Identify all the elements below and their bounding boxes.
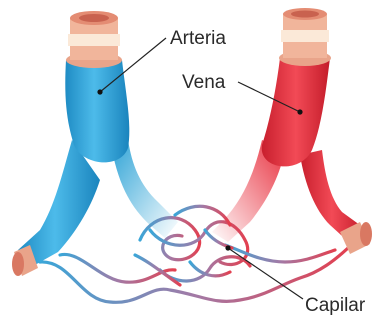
arteria-label: Arteria <box>170 28 226 49</box>
capilar-label: Capilar <box>305 295 366 316</box>
vena-leader-dot <box>297 109 302 114</box>
capilar-leader-dot <box>225 245 230 250</box>
vein <box>212 8 372 254</box>
arteria-leader-dot <box>97 89 102 94</box>
capillary-network <box>40 206 348 302</box>
artery <box>12 11 178 276</box>
vena-label: Vena <box>182 72 226 93</box>
